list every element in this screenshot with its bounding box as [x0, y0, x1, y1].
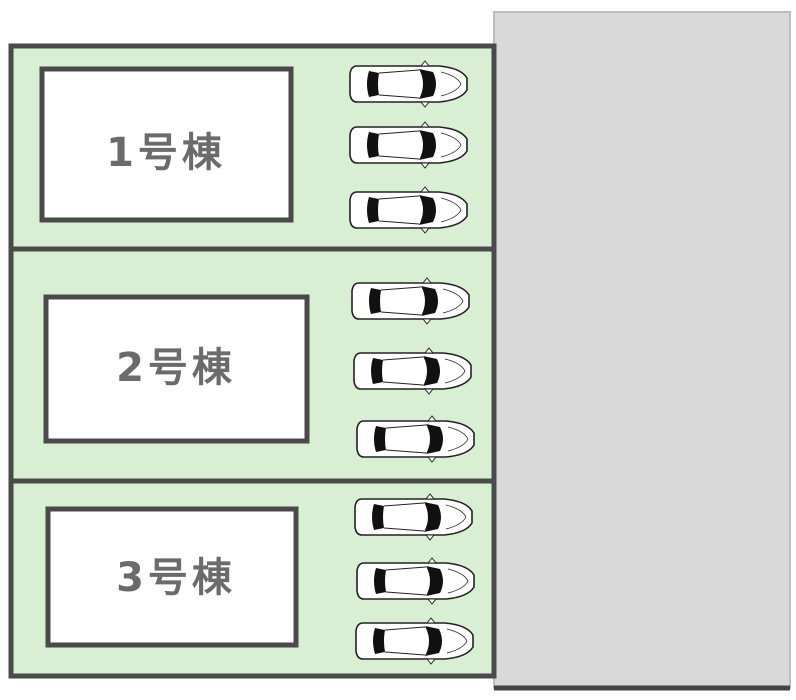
- lot-3: 3号棟: [8, 478, 497, 679]
- car-top-view-icon: [349, 121, 468, 169]
- lot-1: 1号棟: [8, 43, 497, 252]
- lot-3-building: [45, 506, 299, 648]
- car-top-view-icon: [351, 277, 470, 325]
- lot-1-building-label: 1号棟: [106, 130, 226, 176]
- car-top-view-icon: [356, 557, 475, 605]
- lot-1-building: [39, 66, 294, 223]
- lot-2-building: [43, 294, 310, 444]
- car-top-view-icon: [349, 186, 468, 234]
- car-top-view-icon: [349, 60, 468, 108]
- car-top-view-icon: [356, 415, 475, 463]
- lot-2: 2号棟: [8, 246, 497, 484]
- road-area: [493, 11, 791, 689]
- car-top-view-icon: [354, 493, 473, 541]
- car-top-view-icon: [353, 347, 472, 395]
- car-top-view-icon: [355, 617, 474, 665]
- lot-3-building-label: 3号棟: [116, 555, 236, 601]
- lot-2-building-label: 2号棟: [116, 345, 236, 391]
